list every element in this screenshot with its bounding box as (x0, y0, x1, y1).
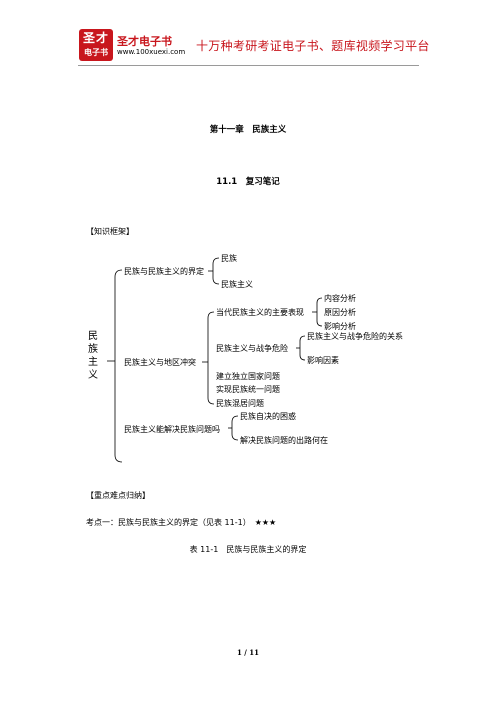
branch2-bracket (207, 311, 215, 405)
mindmap-root-char: 主 (88, 357, 98, 368)
branch1-bracket (212, 257, 220, 285)
mindmap-leaf: 原因分析 (324, 308, 356, 317)
header-slogan: 十万种考研考证电子书、题库视频学习平台 (196, 39, 430, 53)
table-caption: 表 11-1 民族与民族主义的界定 (189, 545, 307, 554)
mindmap-leaf: 解决民族问题的出路何在 (240, 436, 328, 445)
mindmap-leaf: 民族主义 (221, 280, 253, 289)
mindmap-sub-label: 当代民族主义的主要表现 (216, 308, 304, 317)
chapter-title: 第十一章 民族主义 (209, 125, 287, 135)
mindmap-root-char: 民 (88, 331, 98, 342)
sub1-bracket (316, 297, 323, 327)
mindmap-leaf: 影响因素 (307, 356, 339, 365)
sub2-bracket (299, 335, 306, 361)
mindmap-branch-label: 民族与民族主义的界定 (124, 267, 204, 276)
mindmap-root-char: 族 (88, 344, 98, 355)
key-points-label: 【重点难点归纳】 (86, 491, 150, 500)
mindmap-branch-label: 民族主义与地区冲突 (124, 358, 196, 367)
mindmap-leaf: 实现民族统一问题 (216, 385, 280, 394)
mindmap-leaf: 民族 (221, 254, 237, 263)
mindmap-leaf: 影响分析 (324, 322, 356, 331)
brand-name: 圣才电子书 (117, 35, 172, 48)
page-number: 1 / 11 (236, 648, 260, 657)
section-title: 11.1 复习笔记 (216, 177, 280, 187)
mindmap-branch-label: 民族主义能解决民族问题吗 (124, 425, 220, 434)
logo-text-top: 圣才 (82, 31, 109, 45)
brand-url[interactable]: www.100xuexi.com (117, 48, 186, 56)
mindmap-leaf: 内容分析 (324, 294, 356, 303)
mindmap-sub-label: 民族主义与战争危险 (216, 344, 288, 353)
root-bracket (114, 269, 123, 463)
header-divider (78, 65, 419, 66)
mindmap-root-char: 义 (88, 370, 98, 381)
kaodian-line: 考点一：民族与民族主义的界定（见表 11-1） ★★★ (86, 518, 277, 527)
mindmap-leaf: 民族主义与战争危险的关系 (307, 332, 403, 341)
branch3-bracket (231, 415, 239, 441)
mindmap-leaf: 民族自决的困惑 (240, 412, 296, 421)
framework-label: 【知识框架】 (86, 227, 134, 236)
logo-text-bottom: 电子书 (84, 48, 108, 57)
logo: 圣才 电子书 (79, 29, 113, 61)
mindmap-leaf: 民族混居问题 (216, 399, 264, 408)
mindmap-leaf: 建立独立国家问题 (216, 372, 280, 381)
